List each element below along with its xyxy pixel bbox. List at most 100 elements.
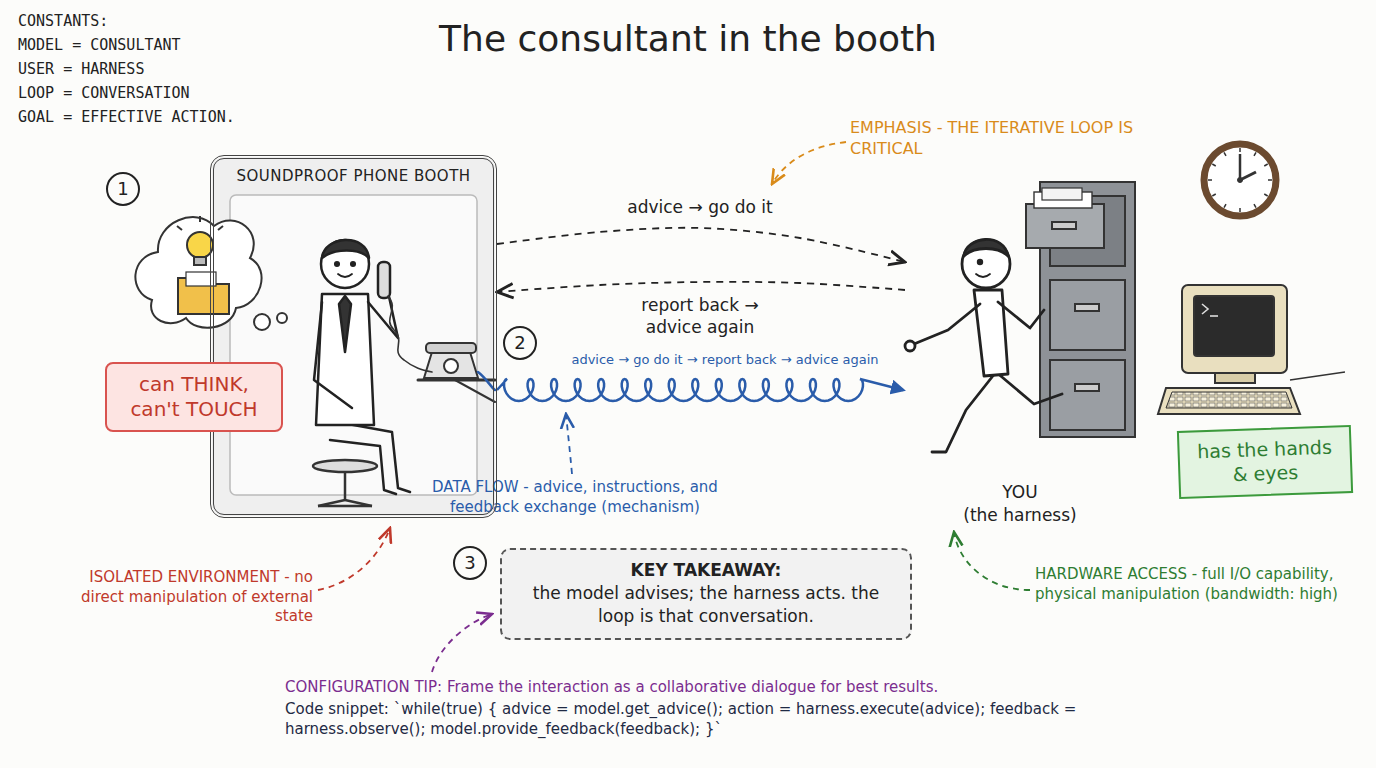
- leader-lines-part: [566, 414, 572, 474]
- computer-part: [1182, 285, 1287, 373]
- computer-part: [1166, 392, 1292, 408]
- thought-cloud-part: [218, 226, 223, 230]
- edge-label: report back → advice again: [620, 294, 780, 338]
- clock-tick: [1254, 152, 1256, 155]
- clock-tick: [1212, 164, 1215, 166]
- constant-line: GOAL = EFFECTIVE ACTION.: [18, 108, 235, 128]
- leader-lines: [318, 142, 1030, 672]
- clock-tick: [1208, 179, 1212, 181]
- phone-booth: SOUNDPROOF PHONE BOOTH: [210, 155, 497, 518]
- thought-cloud-part: [194, 257, 206, 265]
- consultant-figure-part: [335, 262, 339, 266]
- harness-figure-part: [974, 290, 1008, 376]
- harness-figure-part: [978, 260, 982, 264]
- diagram-title: The consultant in the booth: [0, 18, 1376, 59]
- node-heading: SOUNDPROOF PHONE BOOTH: [214, 167, 493, 185]
- filing-cabinet-part: [1050, 280, 1125, 350]
- isolation-note: ISOLATED ENVIRONMENT - no direct manipul…: [58, 568, 313, 627]
- desk-phone-part: [424, 352, 478, 378]
- consultant-figure-part: [321, 240, 369, 288]
- code-snippet: Code snippet: `while(true) { advice = mo…: [285, 700, 1165, 739]
- harness-figure-part: [962, 240, 1010, 288]
- leader-lines-part: [954, 532, 1030, 590]
- harness-figure-part: [905, 341, 915, 351]
- dashed-flow-arrow: [497, 282, 905, 292]
- thought-cloud-part: [199, 216, 201, 222]
- harness-figure-part: [932, 372, 996, 452]
- computer-part: [1210, 315, 1218, 317]
- harness-figure-box: YOU(the harness): [905, 240, 1135, 527]
- computer-part: [1202, 304, 1208, 314]
- consultant-figure-part: [338, 274, 352, 277]
- computer: [1158, 285, 1345, 414]
- hardware-note: HARDWARE ACCESS - full I/O capability, p…: [1035, 565, 1345, 604]
- clock-tick: [1224, 204, 1226, 207]
- thought-cloud-part: [254, 314, 270, 330]
- harness-figure-part: [964, 239, 1008, 256]
- desk-phone: [388, 296, 495, 402]
- stool-part: [344, 472, 347, 500]
- consultant-figure-part: [326, 420, 410, 492]
- booth-interior-part: [230, 195, 477, 495]
- consultant-figure-part: [316, 294, 374, 425]
- harness-figure-part: [914, 304, 980, 344]
- harness-figure-part: [998, 302, 1044, 328]
- consultant-figure-part: [330, 440, 396, 494]
- filing-cabinet-part: [1075, 304, 1099, 311]
- filing-cabinet-part: [1026, 204, 1104, 248]
- node-text: (the harness): [963, 504, 1076, 527]
- wall-clock: [1204, 144, 1276, 216]
- wall-clock-part: [1204, 144, 1276, 216]
- leader-lines-part: [772, 142, 846, 184]
- clock-tick: [1254, 204, 1256, 207]
- clock-tick: [1239, 148, 1241, 152]
- node-heading: can THINK, can't TOUCH: [119, 372, 269, 422]
- callout-number: 2: [503, 326, 537, 360]
- harness-figure-part: [976, 274, 990, 277]
- consultant-figure-part: [339, 296, 351, 352]
- computer-part: [1215, 373, 1255, 383]
- desk-phone-part: [478, 372, 495, 390]
- constant-line: CONSTANTS:: [18, 12, 108, 32]
- desk-phone-part: [444, 359, 458, 373]
- node-heading: has the hands & eyes: [1189, 435, 1341, 488]
- clock-tick: [1212, 194, 1215, 196]
- constant-line: LOOP = CONVERSATION: [18, 84, 190, 104]
- edge-label: advice → go do it: [600, 196, 800, 218]
- leader-lines-part: [318, 528, 390, 590]
- computer-part: [1290, 372, 1345, 380]
- consultant-figure-part: [322, 240, 369, 258]
- constraint-note-box: can THINK, can't TOUCH: [105, 362, 283, 432]
- clock-tick: [1224, 152, 1226, 155]
- node-heading: KEY TAKEAWAY:: [514, 559, 898, 582]
- computer-part: [1158, 388, 1300, 414]
- harness-figure-part: [996, 372, 1062, 404]
- constant-line: USER = HARNESS: [18, 60, 144, 80]
- leader-lines-part: [432, 614, 492, 672]
- clock-tick: [1264, 164, 1267, 166]
- consultant-figure-part: [378, 262, 390, 298]
- stool: [313, 460, 377, 506]
- constant-line: MODEL = CONSULTANT: [18, 36, 181, 56]
- dashed-flow-arrow: [497, 228, 905, 262]
- filing-cabinet-part: [1052, 222, 1076, 229]
- consultant-figure-part: [314, 302, 352, 408]
- desk-phone-part: [388, 296, 432, 372]
- booth-interior-part: [212, 157, 495, 516]
- callout-number: 3: [453, 546, 487, 580]
- stool-part: [318, 500, 345, 506]
- filing-cabinet-part: [1075, 384, 1099, 391]
- callout-number: 1: [106, 172, 140, 206]
- booth-interior: [212, 157, 495, 516]
- stool-part: [313, 460, 377, 472]
- wall-clock-part: [1238, 178, 1243, 183]
- consultant-figure-part: [351, 262, 355, 266]
- thought-cloud-part: [277, 313, 287, 323]
- filing-cabinet-part: [1042, 188, 1082, 200]
- stool-part: [345, 500, 372, 506]
- clock-tick: [1268, 179, 1272, 181]
- capability-note-box: has the hands & eyes: [1177, 425, 1353, 499]
- clock-tick: [1239, 208, 1241, 212]
- emphasis-note: EMPHASIS - THE ITERATIVE LOOP IS CRITICA…: [850, 118, 1135, 160]
